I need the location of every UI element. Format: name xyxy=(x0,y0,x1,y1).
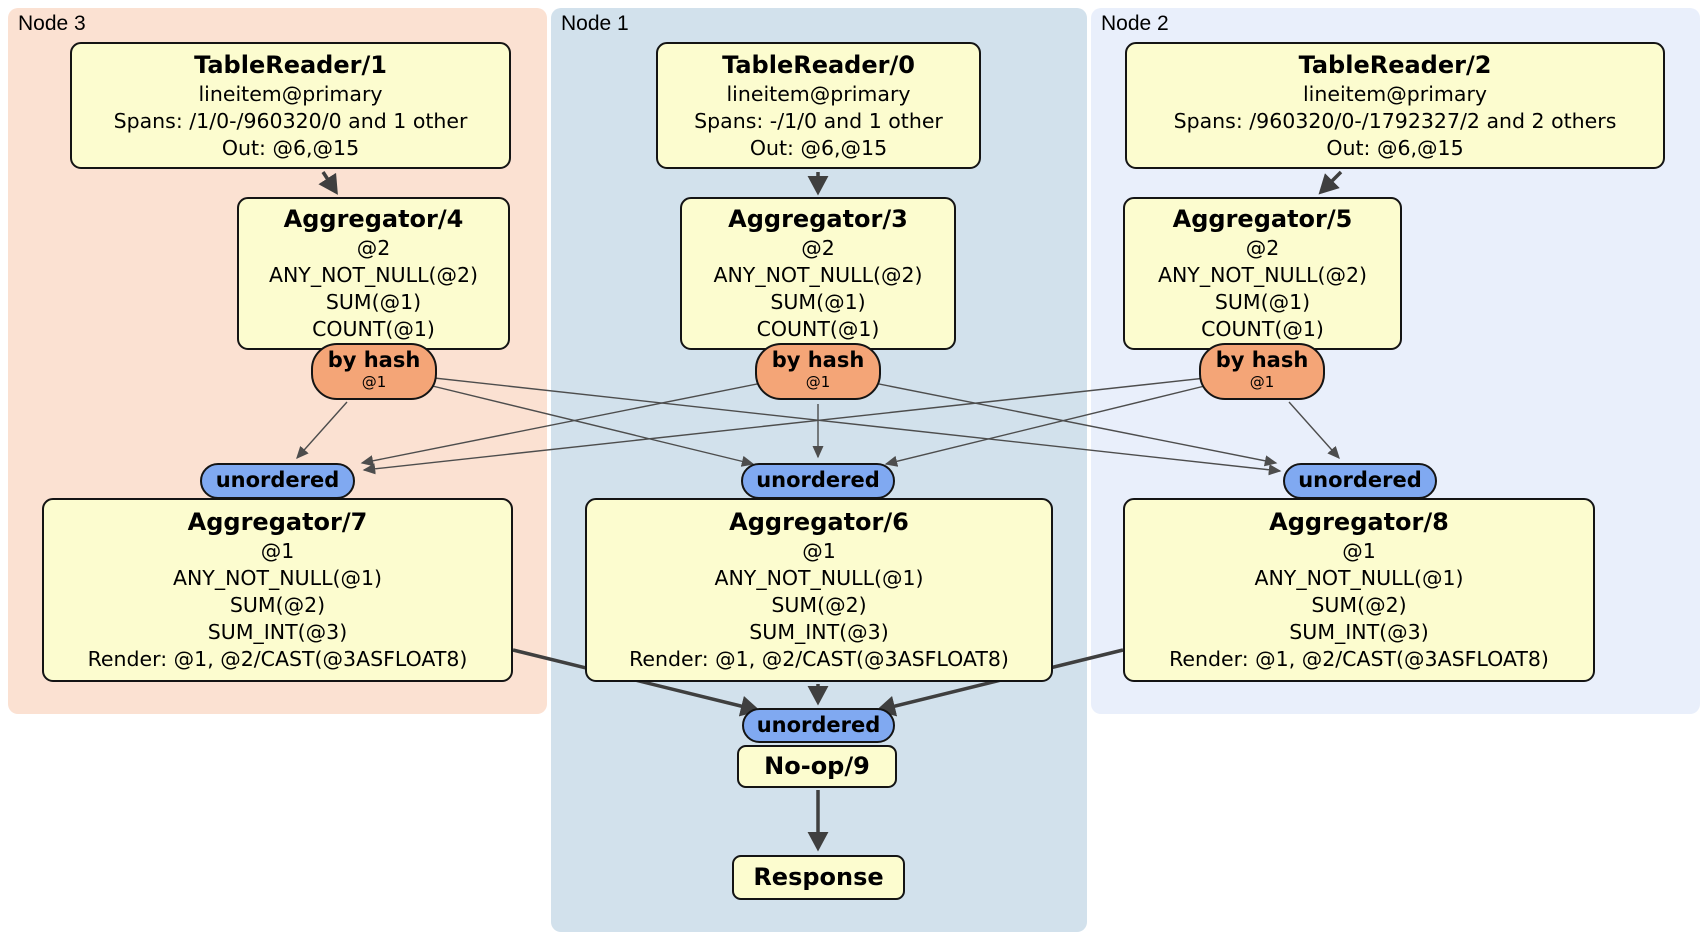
processor-detail: SUM(@2) xyxy=(229,593,326,617)
processor-title: No-op/9 xyxy=(764,752,870,780)
processor-detail: lineitem@primary xyxy=(726,81,911,106)
flow-tr2-agg5 xyxy=(1318,170,1343,195)
processor-aggregator-6: Aggregator/6 @1 ANY_NOT_NULL(@1) SUM(@2)… xyxy=(585,498,1053,682)
stream-hash1-sync2 xyxy=(863,380,1278,467)
stream-hash3-sync1 xyxy=(415,381,755,467)
processor-detail: SUM(@1) xyxy=(1214,290,1311,314)
processor-detail: COUNT(@1) xyxy=(312,317,435,341)
processor-title: Aggregator/8 xyxy=(1269,508,1449,536)
processor-title: Aggregator/5 xyxy=(1172,205,1353,233)
processor-detail: SUM_INT(@3) xyxy=(1289,620,1429,644)
processor-detail: Spans: /960320/0-/1792327/2 and 2 others xyxy=(1173,108,1617,133)
router-by-hash-node1: by hash @1 xyxy=(755,343,881,400)
sync-unordered-node1: unordered xyxy=(741,463,895,499)
stream-hash3-sync3 xyxy=(296,401,348,460)
region-label-node3: Node 3 xyxy=(18,12,86,35)
processor-detail: @1 xyxy=(802,539,836,563)
processor-detail: @1 xyxy=(260,539,295,563)
stream-hash2-sync1 xyxy=(884,381,1222,467)
processor-detail: Render: @1, @2/CAST(@3ASFLOAT8) xyxy=(1169,647,1549,671)
processor-detail: ANY_NOT_NULL(@1) xyxy=(714,566,924,590)
processor-title: TableReader/1 xyxy=(194,50,387,79)
processor-detail: SUM(@2) xyxy=(771,593,867,617)
processor-detail: Render: @1, @2/CAST(@3ASFLOAT8) xyxy=(629,647,1009,671)
stream-hash2-sync3 xyxy=(362,376,1216,475)
processor-title: TableReader/2 xyxy=(1298,50,1492,79)
processor-detail: ANY_NOT_NULL(@2) xyxy=(268,263,479,287)
sync-unordered-noop: unordered xyxy=(742,708,895,743)
processor-detail: Spans: -/1/0 and 1 other xyxy=(694,108,943,133)
sync-unordered-node3: unordered xyxy=(200,463,355,499)
processor-detail: @1 xyxy=(1342,539,1376,563)
processor-detail: lineitem@primary xyxy=(1302,81,1488,106)
processor-tablereader-0: TableReader/0 lineitem@primary Spans: -/… xyxy=(656,42,981,169)
processor-aggregator-8: Aggregator/8 @1 ANY_NOT_NULL(@1) SUM(@2)… xyxy=(1123,498,1595,682)
processor-detail: SUM(@2) xyxy=(1311,593,1407,617)
region-label-node2: Node 2 xyxy=(1101,12,1169,35)
processor-aggregator-4: Aggregator/4 @2 ANY_NOT_NULL(@2) SUM(@1)… xyxy=(237,197,510,350)
processor-detail: ANY_NOT_NULL(@1) xyxy=(172,566,383,590)
router-columns: @1 xyxy=(361,373,387,391)
processor-detail: Spans: /1/0-/960320/0 and 1 other xyxy=(113,108,468,133)
processor-detail: Out: @6,@15 xyxy=(749,135,888,160)
router-by-hash-node2: by hash @1 xyxy=(1199,343,1325,400)
response-title: Response xyxy=(753,863,884,891)
processor-tablereader-2: TableReader/2 lineitem@primary Spans: /9… xyxy=(1125,42,1665,169)
processor-aggregator-5: Aggregator/5 @2 ANY_NOT_NULL(@2) SUM(@1)… xyxy=(1123,197,1402,350)
processor-detail: ANY_NOT_NULL(@1) xyxy=(1254,566,1464,590)
processor-title: Aggregator/3 xyxy=(728,205,908,233)
router-label: by hash xyxy=(1215,348,1309,372)
processor-aggregator-7: Aggregator/7 @1 ANY_NOT_NULL(@1) SUM(@2)… xyxy=(42,498,513,682)
router-columns: @1 xyxy=(1249,373,1275,391)
processor-detail: Render: @1, @2/CAST(@3ASFLOAT8) xyxy=(87,647,468,671)
processor-detail: @2 xyxy=(1245,236,1280,260)
processor-detail: SUM(@1) xyxy=(325,290,422,314)
sync-unordered-node2: unordered xyxy=(1283,463,1437,499)
processor-noop-9: No-op/9 xyxy=(737,745,897,788)
processor-detail: SUM_INT(@3) xyxy=(207,620,348,644)
router-label: by hash xyxy=(327,348,421,372)
processor-detail: COUNT(@1) xyxy=(756,317,880,341)
processor-detail: SUM_INT(@3) xyxy=(749,620,889,644)
processor-detail: COUNT(@1) xyxy=(1201,317,1324,341)
processor-title: TableReader/0 xyxy=(722,50,915,79)
processor-title: Aggregator/7 xyxy=(187,508,368,536)
processor-detail: @2 xyxy=(801,236,835,260)
stream-hash1-sync3 xyxy=(360,380,773,467)
processor-detail: @2 xyxy=(356,236,391,260)
stream-hash3-sync2 xyxy=(415,375,1282,476)
router-columns: @1 xyxy=(805,373,831,391)
flow-tr1-agg4 xyxy=(318,171,338,195)
processor-detail: ANY_NOT_NULL(@2) xyxy=(713,263,923,287)
stream-hash2-sync2 xyxy=(1288,401,1340,460)
processor-detail: Out: @6,@15 xyxy=(221,135,360,160)
router-by-hash-node3: by hash @1 xyxy=(311,343,437,400)
processor-detail: SUM(@1) xyxy=(770,290,866,314)
router-label: by hash xyxy=(771,348,865,372)
processor-tablereader-1: TableReader/1 lineitem@primary Spans: /1… xyxy=(70,42,511,169)
processor-detail: lineitem@primary xyxy=(198,81,383,106)
processor-title: Aggregator/6 xyxy=(729,508,909,536)
response-box: Response xyxy=(732,855,905,900)
processor-title: Aggregator/4 xyxy=(283,205,464,233)
processor-detail: Out: @6,@15 xyxy=(1326,135,1464,160)
processor-aggregator-3: Aggregator/3 @2 ANY_NOT_NULL(@2) SUM(@1)… xyxy=(680,197,956,350)
region-label-node1: Node 1 xyxy=(561,12,629,35)
processor-detail: ANY_NOT_NULL(@2) xyxy=(1157,263,1368,287)
